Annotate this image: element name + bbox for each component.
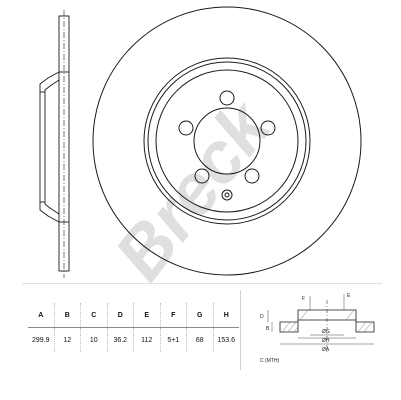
- spec-header-g: G: [186, 303, 214, 328]
- locating-hole-inner: [224, 192, 230, 198]
- section-hatch: [281, 309, 373, 333]
- spec-header-h: H: [213, 303, 239, 328]
- spec-value-h: 153.6: [217, 336, 236, 344]
- separator-line: [22, 283, 382, 284]
- section-label-e: E: [347, 293, 351, 299]
- disc-side-profile: [39, 10, 70, 278]
- bolt-hole: [178, 120, 194, 136]
- spec-value-d: 36.2: [107, 327, 134, 352]
- disc-outer-edge: [92, 6, 362, 276]
- section-outline: [279, 309, 375, 333]
- disc-center-bore: [193, 107, 261, 175]
- disc-hub-face: [155, 69, 299, 213]
- brand-logo-text: Breck: [100, 85, 289, 285]
- bolt-hole: [260, 120, 276, 136]
- disc-hat-inner: [147, 61, 307, 221]
- section-label-f: F: [302, 296, 305, 302]
- spec-header-f: F: [160, 303, 187, 328]
- disc-front-view: [92, 6, 362, 276]
- bolt-hole: [219, 90, 235, 106]
- spec-value-g: 68: [186, 327, 214, 352]
- section-label-d: D: [260, 314, 264, 320]
- section-label-a: ØA: [322, 347, 330, 353]
- section-label-b: B: [266, 326, 270, 332]
- section-label-g: ØG: [322, 329, 330, 335]
- spec-value-b: 12: [54, 327, 81, 352]
- bolt-hole: [244, 168, 260, 184]
- locating-hole: [221, 189, 233, 201]
- spec-header-c: C: [80, 303, 108, 328]
- spec-table-value-row: 299.9 12 10 36.2 112 5+1 68 153.6: [28, 327, 239, 352]
- spec-value-e: 112: [133, 327, 161, 352]
- spec-header-e: E: [133, 303, 161, 328]
- spec-value-a: 299.9: [28, 327, 55, 352]
- table-divider: [240, 290, 241, 370]
- bolt-hole: [194, 168, 210, 184]
- brake-disc-drawing: Breck: [39, 6, 362, 285]
- cross-section-diagram: F E D B C (MTH) ØG ØH ØA: [260, 293, 375, 364]
- spec-value-c: 10: [80, 327, 108, 352]
- spec-header-a: A: [28, 303, 55, 328]
- section-label-h: ØH: [322, 338, 330, 344]
- spec-header-b: B: [54, 303, 81, 328]
- spec-value-f: 5+1: [160, 327, 187, 352]
- brand-watermark: Breck: [100, 85, 289, 285]
- section-label-c: C (MTH): [260, 358, 279, 364]
- spec-table-header-row: A B C D E F G H: [28, 303, 239, 328]
- spec-table: A B C D E F G H 299.9 12 10 36.2 112 5+1…: [28, 303, 239, 352]
- spec-header-d: D: [107, 303, 134, 328]
- disc-hat-edge: [143, 57, 311, 225]
